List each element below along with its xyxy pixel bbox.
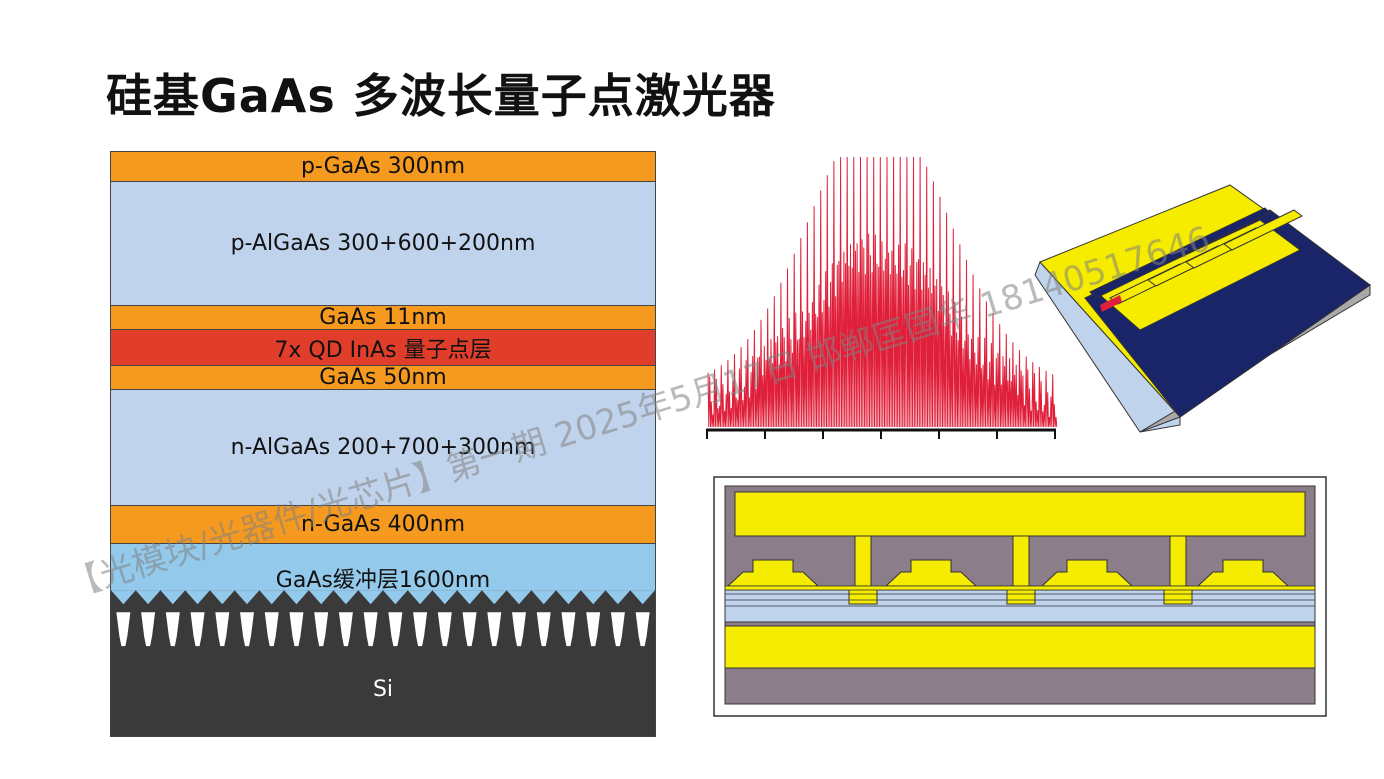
si-void xyxy=(190,612,205,647)
section-contact xyxy=(884,559,978,587)
si-void xyxy=(338,612,353,647)
si-void xyxy=(116,612,131,647)
layer-stack: p-GaAs 300nm p-AlGaAs 300+600+200nm GaAs… xyxy=(110,151,656,737)
facet-marker xyxy=(1100,295,1122,312)
si-void xyxy=(635,612,650,647)
si-void xyxy=(388,612,403,647)
si-void xyxy=(561,612,576,647)
spectrum-line xyxy=(707,156,1058,428)
slide-title: 硅基GaAs 多波长量子点激光器 xyxy=(106,69,776,123)
si-void xyxy=(487,612,502,647)
bottom-electrode xyxy=(724,625,1316,669)
ridge-waveguide xyxy=(1089,207,1271,299)
si-substrate xyxy=(111,590,655,736)
layer-p-algaas: p-AlGaAs 300+600+200nm xyxy=(111,182,655,306)
si-void xyxy=(215,612,230,647)
si-void xyxy=(437,612,452,647)
laser-sections xyxy=(724,535,1316,607)
layer-n-algaas: n-AlGaAs 200+700+300nm xyxy=(111,390,655,506)
si-void xyxy=(314,612,329,647)
si-void xyxy=(289,612,304,647)
device-3d-view xyxy=(1034,184,1371,433)
chip-side xyxy=(1034,261,1181,433)
section-contact xyxy=(726,559,820,587)
section-contact xyxy=(1040,559,1134,587)
spectrum-ticks xyxy=(706,430,1056,439)
section-contact xyxy=(1196,559,1290,587)
si-void xyxy=(165,612,180,647)
ridge-segment xyxy=(1223,209,1303,251)
top-electrode xyxy=(734,491,1306,537)
si-void xyxy=(413,612,428,647)
layer-p-gaas: p-GaAs 300nm xyxy=(111,152,655,182)
si-void xyxy=(141,612,156,647)
layer-qd-inas: 7x QD InAs 量子点层 xyxy=(111,330,655,366)
layer-gaas-11nm: GaAs 11nm xyxy=(111,305,655,330)
si-void xyxy=(264,612,279,647)
emission-spectrum xyxy=(706,156,1058,439)
ridge-waveguides xyxy=(1089,207,1303,312)
si-void xyxy=(610,612,625,647)
interface-zigzag xyxy=(111,590,655,605)
device-top-view xyxy=(713,476,1327,717)
si-void xyxy=(586,612,601,647)
layer-n-gaas: n-GaAs 400nm xyxy=(111,506,655,544)
si-void xyxy=(363,612,378,647)
contact-pads xyxy=(1099,219,1301,331)
si-void xyxy=(462,612,477,647)
si-void xyxy=(240,612,254,647)
si-void xyxy=(512,612,526,647)
layer-gaas-50nm: GaAs 50nm xyxy=(111,365,655,390)
contact-strip xyxy=(724,585,1316,591)
si-label: Si xyxy=(372,677,394,702)
si-void xyxy=(536,612,551,647)
